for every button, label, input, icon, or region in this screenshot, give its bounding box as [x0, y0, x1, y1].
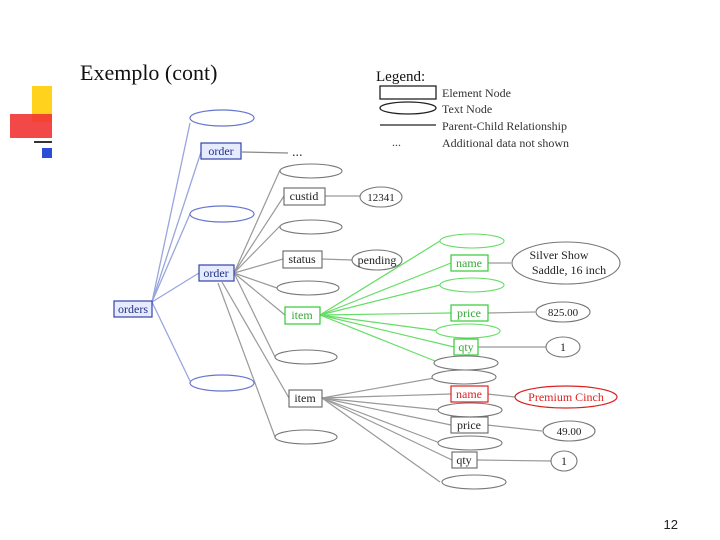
order-ellipse-3	[189, 374, 255, 392]
price-green-value: 825.00	[548, 307, 579, 319]
gray-text-node-1	[431, 369, 497, 385]
item-gray-node	[288, 389, 323, 408]
edges-orders	[151, 122, 202, 382]
legend-relationship-label: Parent-Child Relationship	[442, 119, 567, 133]
text-node-3	[276, 280, 340, 296]
name-green-value-node	[511, 241, 621, 285]
name-red-label: name	[456, 387, 482, 401]
custid-node	[283, 187, 326, 206]
custid-value: 12341	[367, 192, 395, 204]
qty-gray-value: 1	[561, 454, 567, 468]
status-label: status	[288, 252, 316, 266]
name-red-value-node	[514, 385, 618, 409]
qty-green-value: 1	[560, 340, 566, 354]
green-text-node-1	[439, 233, 505, 249]
legend-ellipsis: ...	[392, 135, 401, 149]
order-label-1: order	[208, 144, 233, 158]
legend-additional-label: Additional data not shown	[442, 136, 569, 150]
order-node-2	[198, 264, 235, 282]
slide-accent-line	[34, 141, 52, 143]
text-node-5	[274, 429, 338, 445]
price-green-label: price	[457, 306, 481, 320]
price-green-value-node	[535, 301, 591, 323]
qty-green-value-node	[545, 336, 581, 358]
status-value-node	[351, 249, 403, 271]
slide-title: Exemplo (cont)	[80, 60, 218, 85]
page-number: 12	[663, 517, 678, 532]
name-green-value-line1: Silver Show	[529, 248, 588, 262]
legend-text-label: Text Node	[442, 102, 492, 116]
legend-element-label: Element Node	[442, 86, 511, 100]
status-value: pending	[358, 253, 397, 267]
order-ellipse-1	[189, 109, 255, 127]
legend-element-swatch	[379, 85, 437, 100]
text-node-4	[274, 349, 338, 365]
slide-accent-blue	[42, 148, 52, 158]
name-red-value: Premium Cinch	[528, 390, 604, 404]
edges-item-gray	[321, 376, 453, 483]
gray-text-node-4	[441, 474, 507, 490]
status-node	[282, 250, 323, 269]
edges-leaf-values	[321, 195, 553, 462]
edges-order-top	[241, 151, 289, 154]
price-gray-value-node	[542, 420, 596, 442]
price-green-node	[450, 304, 489, 322]
price-gray-value: 49.00	[557, 426, 582, 438]
legend: Legend: Element Node Text Node Parent-Ch…	[376, 69, 569, 150]
slide-accent-red	[10, 114, 52, 138]
green-text-node-2	[439, 277, 505, 293]
text-node-1	[279, 163, 343, 179]
item-gray-label: item	[294, 391, 316, 405]
price-gray-label: price	[457, 418, 481, 432]
green-text-node-4	[433, 355, 499, 371]
custid-label: custid	[290, 189, 319, 203]
name-green-value-line2: Saddle, 16 inch	[532, 263, 606, 277]
orders-label: orders	[118, 302, 148, 316]
name-green-label: name	[456, 256, 482, 270]
order-node-1	[200, 142, 242, 160]
edges-order-main	[217, 169, 290, 438]
order-label-2: order	[203, 266, 228, 280]
legend-title: Legend:	[376, 69, 425, 85]
order-ellipse-2	[189, 205, 255, 223]
item-green-label: item	[291, 308, 313, 322]
green-text-node-3	[435, 323, 501, 339]
order-ellipsis: ...	[292, 145, 303, 160]
gray-text-node-3	[437, 435, 503, 451]
name-green-node	[450, 254, 489, 272]
qty-gray-value-node	[550, 450, 578, 472]
qty-gray-node	[451, 451, 478, 469]
legend-text-swatch	[379, 101, 437, 115]
name-red-node	[450, 385, 489, 403]
slide-accent-yellow	[32, 86, 52, 122]
edges-item-green	[319, 240, 455, 364]
custid-value-node	[359, 186, 403, 208]
item-green-node	[284, 306, 321, 325]
qty-green-node	[453, 338, 479, 356]
gray-text-node-2	[437, 402, 503, 418]
qty-green-label: qty	[458, 340, 473, 354]
price-gray-node	[450, 416, 489, 434]
orders-node	[113, 300, 153, 318]
qty-gray-label: qty	[456, 453, 471, 467]
text-node-2	[279, 219, 343, 235]
